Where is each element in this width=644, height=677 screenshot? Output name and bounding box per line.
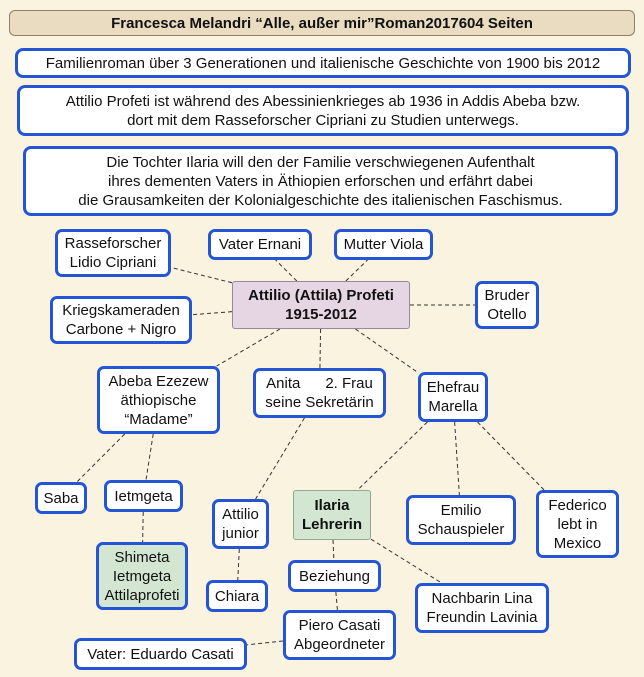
info-line: dort mit dem Rasseforscher Cipriani zu S… bbox=[127, 111, 519, 129]
node-line: Carbone + Nigro bbox=[65, 321, 177, 338]
node-vater-ernani: Vater Ernani bbox=[208, 229, 312, 260]
node-ilaria-lehrerin: Ilaria Lehrerin bbox=[293, 490, 371, 540]
connector-attilio-cipriani bbox=[170, 267, 233, 284]
node-line: Lidio Cipriani bbox=[69, 254, 157, 271]
info-line: Die Tochter Ilaria will den der Familie … bbox=[106, 153, 535, 171]
node-line: Mexico bbox=[553, 534, 602, 552]
node-chiara: Chiara bbox=[206, 580, 268, 612]
node-line: Piero Casati bbox=[298, 617, 381, 634]
node-nachbarin-lina: Nachbarin Lina Freundin Lavinia bbox=[415, 583, 549, 633]
node-line: Beziehung bbox=[299, 567, 370, 585]
node-piero-casati: Piero Casati Abgeordneter bbox=[283, 610, 396, 660]
connector-abeba-saba bbox=[76, 433, 126, 483]
node-emilio: Emilio Schauspieler bbox=[406, 495, 516, 545]
node-line: Otello bbox=[487, 306, 527, 323]
info-ilaria-context: Die Tochter Ilaria will den der Familie … bbox=[23, 146, 618, 216]
node-line: Ietmgeta bbox=[114, 487, 173, 505]
node-line: Marella bbox=[428, 398, 478, 415]
info-summary: Familienroman über 3 Generationen und it… bbox=[15, 48, 631, 78]
book-author-title: Francesca Melandri “Alle, außer mir” bbox=[111, 14, 375, 32]
node-line: seine Sekretärin bbox=[265, 394, 374, 411]
node-line: Abgeordneter bbox=[294, 636, 385, 653]
node-attilio-junior: Attilio junior bbox=[212, 499, 269, 549]
node-line: Shimeta bbox=[114, 548, 170, 566]
node-line: Mutter Viola bbox=[343, 236, 424, 253]
connector-attilio-viola bbox=[345, 259, 368, 282]
node-saba: Saba bbox=[35, 482, 87, 514]
node-eduardo-casati: Vater: Eduardo Casati bbox=[74, 638, 247, 670]
node-line: “Madame” bbox=[124, 410, 193, 428]
node-line: Anita 2. Frau bbox=[266, 375, 373, 392]
node-line: Nachbarin Lina bbox=[431, 590, 533, 607]
connector-anita-attilio-junior bbox=[255, 417, 305, 500]
book-pages: 604 Seiten bbox=[458, 14, 533, 32]
connector-attilio-ernani bbox=[275, 259, 298, 282]
node-abeba-ezezew: Abeba Ezezew äthiopische “Madame” bbox=[97, 366, 220, 434]
info-line: die Grausamkeiten der Kolonialgeschichte… bbox=[78, 191, 563, 209]
node-line: Ietmgeta bbox=[112, 567, 172, 585]
book-year: 2017 bbox=[425, 14, 459, 32]
node-line: junior bbox=[222, 525, 259, 542]
node-lidio-cipriani: Rasseforscher Lidio Cipriani bbox=[55, 229, 171, 277]
info-line: ihres dementen Vaters in Äthiopien erfor… bbox=[108, 172, 533, 190]
connector-piero-eduardo bbox=[246, 640, 284, 646]
node-line: Bruder bbox=[484, 287, 530, 304]
connector-attilio-junior-chiara bbox=[237, 548, 240, 581]
node-kriegskameraden: Kriegskameraden Carbone + Nigro bbox=[50, 296, 192, 344]
node-line: Lehrerin bbox=[301, 516, 362, 533]
connector-beziehung-piero bbox=[335, 591, 338, 611]
info-attilio-context: Attilio Profeti ist während des Abessini… bbox=[17, 85, 629, 136]
node-line: lebt in bbox=[557, 515, 598, 533]
node-line: Vater: Eduardo Casati bbox=[87, 645, 234, 663]
connector-marella-federico bbox=[477, 421, 545, 491]
node-attilio-profeti: Attilio (Attila) Profeti 1915-2012 bbox=[232, 281, 410, 329]
connector-attilio-anita bbox=[319, 328, 322, 369]
node-line: Ehefrau bbox=[426, 379, 480, 396]
book-genre: Roman bbox=[374, 14, 426, 32]
node-shimeta: Shimeta Ietmgeta Attilaprofeti bbox=[96, 542, 188, 610]
node-line: äthiopische bbox=[120, 391, 197, 409]
node-line: Attilio bbox=[222, 506, 259, 523]
node-line: Schauspieler bbox=[417, 521, 505, 538]
node-line: Freundin Lavinia bbox=[426, 609, 538, 626]
node-line: Attilio (Attila) Profeti bbox=[248, 287, 394, 304]
connector-abeba-ietmgeta bbox=[145, 433, 154, 481]
node-line: Attilaprofeti bbox=[104, 586, 180, 604]
info-line: Familienroman über 3 Generationen und it… bbox=[45, 54, 601, 72]
node-mutter-viola: Mutter Viola bbox=[334, 229, 433, 260]
node-beziehung: Beziehung bbox=[288, 560, 381, 592]
connector-ietmgeta-shimeta bbox=[142, 511, 144, 543]
node-ietmgeta: Ietmgeta bbox=[104, 480, 183, 512]
node-line: Ilaria bbox=[314, 497, 350, 514]
connector-attilio-abeba bbox=[216, 328, 281, 367]
connector-marella-emilio bbox=[454, 421, 460, 496]
node-line: Kriegskameraden bbox=[62, 302, 180, 319]
book-header: Francesca Melandri “Alle, außer mir” Rom… bbox=[9, 10, 635, 36]
node-line: Federico bbox=[548, 496, 607, 514]
node-line: Saba bbox=[43, 489, 79, 507]
connector-ilaria-beziehung bbox=[332, 539, 335, 561]
connector-attilio-kameraden bbox=[191, 311, 233, 316]
node-ehefrau-marella: Ehefrau Marella bbox=[418, 372, 488, 422]
connector-ilaria-lina bbox=[370, 538, 442, 584]
connector-marella-ilaria bbox=[357, 421, 428, 491]
node-line: Vater Ernani bbox=[218, 236, 302, 253]
info-line: Attilio Profeti ist während des Abessini… bbox=[65, 92, 581, 110]
node-line: Emilio bbox=[440, 502, 482, 519]
node-federico: Federico lebt in Mexico bbox=[536, 490, 619, 558]
node-line: Rasseforscher bbox=[64, 235, 162, 252]
node-bruder-otello: Bruder Otello bbox=[475, 281, 539, 329]
node-line: Abeba Ezezew bbox=[108, 372, 209, 390]
node-line: 1915-2012 bbox=[285, 306, 357, 323]
connector-attilio-marella bbox=[355, 328, 419, 374]
node-line: Chiara bbox=[214, 587, 260, 605]
node-anita: Anita 2. Frau seine Sekretärin bbox=[253, 368, 386, 418]
